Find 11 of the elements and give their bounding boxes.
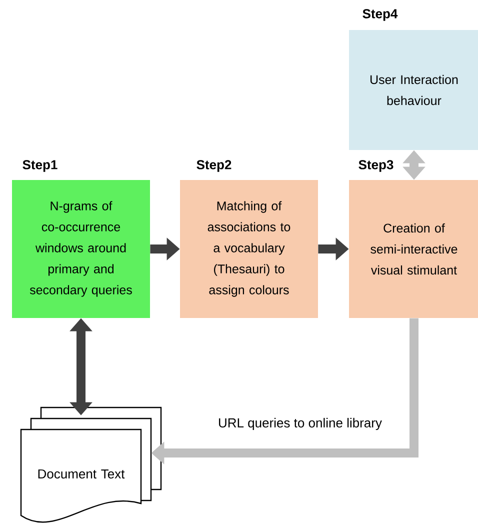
node-label: Document Text <box>38 469 125 479</box>
process-box: Creation of semi-interactive visual stimulant <box>349 180 478 318</box>
step-label: Step1 <box>22 160 58 172</box>
step-label: Step3 <box>358 160 394 172</box>
process-box: Matching of associations to a vocabulary (Thesauri) to assign colours <box>180 180 318 318</box>
step-label: Step4 <box>362 9 398 21</box>
step-label: Step2 <box>196 160 232 172</box>
process-box: User Interaction behaviour <box>349 30 478 150</box>
process-box: N-grams of co-occurrence windows around primary and secondary queries <box>12 180 150 318</box>
edge-label: URL queries to online library <box>216 416 384 432</box>
document-stack: Document Text <box>20 406 162 523</box>
